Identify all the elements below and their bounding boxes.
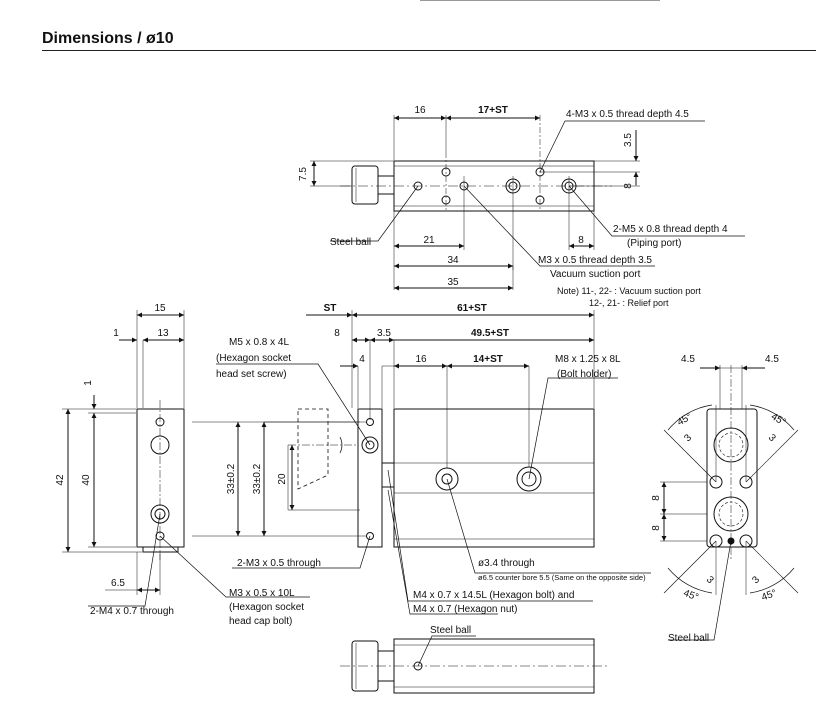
- dim-35: 35: [447, 277, 459, 288]
- dim-1-vertical: 1: [83, 380, 94, 386]
- callout-m8-line2: (Bolt holder): [557, 369, 611, 380]
- callout-m3-vacuum-line2: Vacuum suction port: [550, 269, 641, 280]
- dim-21: 21: [423, 235, 435, 246]
- page-title: Dimensions / ø10: [42, 30, 174, 47]
- callout-m5-line2: (Hexagon socket: [216, 353, 291, 364]
- front-setscrew: [361, 436, 379, 454]
- left-body: [136, 408, 185, 548]
- dim-3-5-front: 3.5: [377, 328, 391, 339]
- dim-33-right: 33±0.2: [252, 463, 263, 494]
- front-view: [192, 310, 651, 615]
- dim-8-vertical: 8: [623, 183, 634, 189]
- front-body: [393, 408, 595, 548]
- right-view-labels: 4.5 4.5 45° 45° 45° 45° 3 3 3 3 8 8 Stee…: [651, 354, 788, 644]
- radius-3-4: 3: [750, 574, 762, 586]
- top-edge-rule: [420, 0, 660, 1]
- callout-d34-line2: ø6.5 counter bore 5.5 (Same on the oppos…: [478, 573, 646, 582]
- radius-3-3: 3: [704, 574, 716, 586]
- callout-d34-line1: ø3.4 through: [478, 558, 535, 569]
- radius-3-2: 3: [766, 432, 778, 444]
- title-underline: [42, 50, 816, 51]
- dim-8-right-a: 8: [651, 495, 662, 501]
- dim-34: 34: [447, 255, 459, 266]
- right-view: [660, 365, 799, 641]
- callout-steel-ball-bottom: Steel ball: [430, 625, 471, 636]
- dim-42: 42: [55, 474, 66, 486]
- top-view: [310, 115, 745, 291]
- angle-arc-lower-left: [667, 567, 713, 594]
- callout-m5-line1: M5 x 0.8 x 4L: [229, 337, 289, 348]
- angle-45-upper-left: 45°: [675, 411, 694, 428]
- dim-st: ST: [324, 303, 337, 314]
- dim-4-5-right: 4.5: [765, 354, 779, 365]
- dim-16-front: 16: [415, 354, 427, 365]
- front-end-plate: [357, 408, 383, 548]
- top-view-labels: 16 17+ST 3.5 7.5 8 21 8 34 35 4-M3 x 0.5…: [298, 105, 728, 308]
- callout-m3-through: 2-M3 x 0.5 through: [237, 558, 321, 569]
- top-rod: [377, 175, 395, 195]
- dim-8-front: 8: [334, 328, 340, 339]
- bottom-view-labels: Steel ball: [430, 625, 471, 636]
- angle-45-lower-right: 45°: [760, 588, 778, 604]
- bottom-view: [340, 635, 608, 694]
- callout-m3-10l-line1: M3 x 0.5 x 10L: [229, 588, 295, 599]
- bottom-steel-ball: [413, 661, 423, 671]
- callout-m5-piping-line1: 2-M5 x 0.8 thread depth 4: [613, 224, 728, 235]
- dim-40: 40: [81, 474, 92, 486]
- dim-1: 1: [113, 328, 119, 339]
- dim-20: 20: [277, 473, 288, 485]
- top-steel-ball-hole: [413, 181, 423, 191]
- dim-13: 13: [157, 328, 169, 339]
- angle-arc-lower-right: [749, 567, 795, 594]
- callout-m8-line1: M8 x 1.25 x 8L: [555, 354, 621, 365]
- dim-7-5: 7.5: [298, 167, 309, 181]
- callout-4m3-thread: 4-M3 x 0.5 thread depth 4.5: [566, 109, 689, 120]
- dim-15: 15: [154, 303, 166, 314]
- dim-4: 4: [359, 354, 365, 365]
- angle-arc-upper-right: [749, 404, 795, 431]
- callout-m4-through: 2-M4 x 0.7 through: [90, 606, 174, 617]
- dim-61-st: 61+ST: [457, 303, 487, 314]
- callout-m3-10l-line2: (Hexagon socket: [229, 602, 304, 613]
- dim-8-horizontal: 8: [578, 235, 584, 246]
- left-view-labels: 15 1 13 42 40 1 6.5 2-M4 x 0.7 through M…: [55, 303, 304, 627]
- dim-16: 16: [414, 105, 426, 116]
- front-view-labels: ST 61+ST 8 3.5 49.5+ST 4 16 14+ST 33±0.2…: [216, 303, 646, 615]
- dim-3-5-vertical: 3.5: [623, 133, 634, 147]
- left-view: [62, 310, 310, 607]
- dim-33-left: 33±0.2: [226, 463, 237, 494]
- callout-m3-10l-line3: head cap bolt): [229, 616, 292, 627]
- dim-49-5-st: 49.5+ST: [471, 328, 509, 339]
- callout-m5-line3: head set screw): [216, 369, 287, 380]
- note-line2: 12-, 21- : Relief port: [589, 298, 669, 308]
- angle-arc-upper-left: [667, 404, 713, 431]
- angle-45-lower-left: 45°: [682, 588, 700, 604]
- dim-4-5-left: 4.5: [681, 354, 695, 365]
- callout-m4-line2: M4 x 0.7 (Hexagon nut): [413, 604, 518, 615]
- angle-45-upper-right: 45°: [769, 411, 788, 428]
- callout-m3-vacuum-line1: M3 x 0.5 thread depth 3.5: [538, 255, 652, 266]
- callout-steel-ball-top: Steel ball: [330, 237, 371, 248]
- dim-6-5: 6.5: [111, 578, 125, 589]
- dim-14-st: 14+ST: [473, 354, 503, 365]
- dim-8-right-b: 8: [651, 525, 662, 531]
- callout-m4-line1: M4 x 0.7 x 14.5L (Hexagon bolt) and: [413, 590, 574, 601]
- callout-m5-piping-line2: (Piping port): [627, 238, 681, 249]
- right-body: [706, 408, 758, 548]
- dim-17-st: 17+ST: [478, 105, 508, 116]
- front-hole: [366, 532, 374, 540]
- callout-steel-ball-right: Steel ball: [668, 633, 709, 644]
- note-line1: Note) 11-, 22- : Vacuum suction port: [557, 286, 701, 296]
- radius-3-1: 3: [682, 432, 694, 444]
